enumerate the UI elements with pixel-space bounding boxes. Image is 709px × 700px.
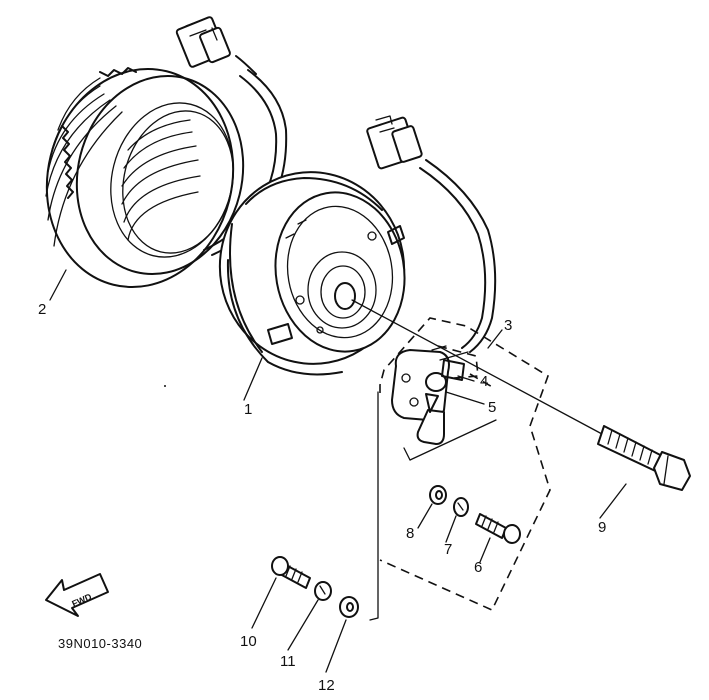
washer-11 (314, 581, 332, 601)
callout-12: 12 (318, 677, 335, 694)
fwd-arrow-icon: FWD (45, 573, 109, 617)
leader-lines (49, 269, 627, 673)
callout-3: 3 (504, 317, 512, 334)
screw-10 (271, 556, 311, 589)
callout-5: 5 (488, 399, 496, 416)
callout-11: 11 (280, 653, 296, 670)
washer-8 (429, 485, 447, 505)
rotor-flywheel (218, 171, 603, 435)
callout-8: 8 (406, 525, 414, 542)
bolt-9 (597, 425, 691, 491)
callout-10: 10 (240, 633, 257, 650)
callout-6: 6 (474, 559, 482, 576)
stator-coil (45, 16, 288, 289)
callout-4: 4 (480, 373, 488, 390)
callout-1: 1 (244, 401, 252, 418)
part-code: 39N010-3340 (58, 636, 142, 651)
washer-7 (453, 497, 469, 517)
callout-7: 7 (444, 541, 452, 558)
callout-2: 2 (38, 301, 46, 318)
screw-6 (475, 513, 521, 544)
pickup-coil-assembly (366, 115, 551, 621)
callout-9: 9 (598, 519, 606, 536)
dot-mark (164, 385, 166, 387)
washer-12 (339, 596, 359, 618)
